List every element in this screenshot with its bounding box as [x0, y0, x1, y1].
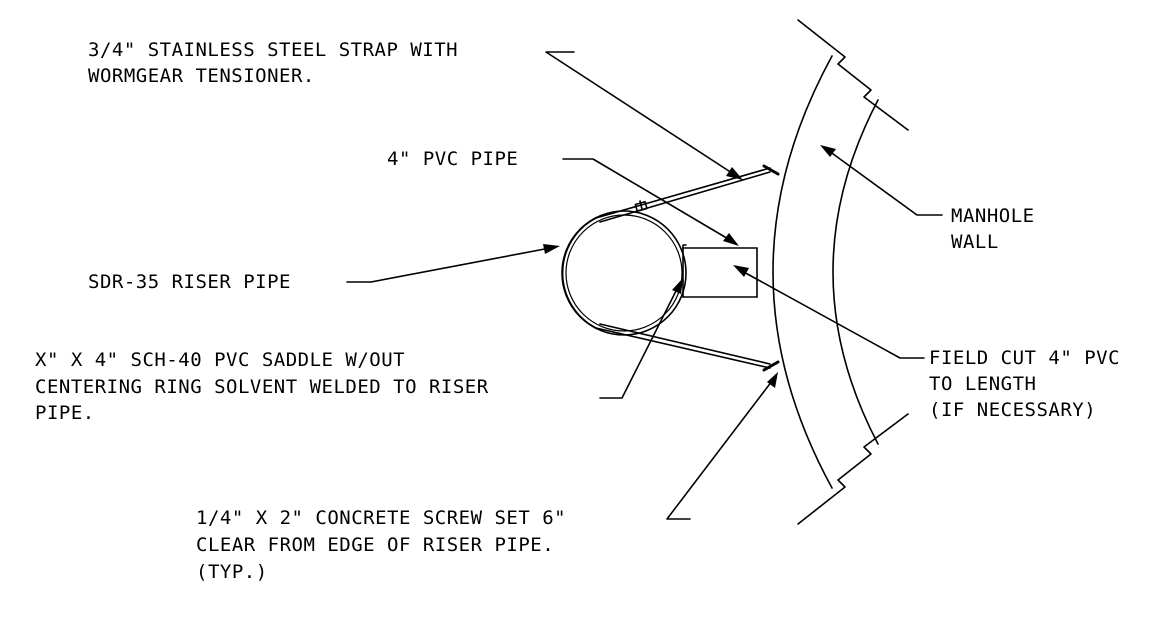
manhole-wall-inner-arc: [772, 55, 833, 489]
concrete-screw-top: [762, 164, 780, 176]
saddle-flange: [682, 244, 687, 249]
concrete-screw-bottom: [762, 360, 780, 372]
label-field-cut-line-3: (IF NECESSARY): [929, 399, 1096, 421]
manhole-wall-break-bottom: [797, 413, 909, 525]
leader-screw: [666, 372, 778, 520]
label-screw-line-2: CLEAR FROM EDGE OF RISER PIPE.: [196, 534, 554, 556]
label-field-cut-line-1: FIELD CUT 4" PVC: [929, 347, 1120, 369]
label-riser-pipe: SDR-35 RISER PIPE: [88, 271, 291, 293]
label-field-cut-line-2: TO LENGTH: [929, 373, 1036, 395]
four-inch-pvc-pipe: [682, 247, 758, 298]
leader-pvc-pipe: [562, 158, 739, 246]
label-strap-line-1: 3/4" STAINLESS STEEL STRAP WITH: [88, 39, 458, 61]
label-pvc-pipe: 4" PVC PIPE: [387, 148, 518, 170]
stainless-steel-strap: [561, 167, 771, 369]
label-field-cut: FIELD CUT 4" PVC TO LENGTH (IF NECESSARY…: [929, 347, 1120, 421]
label-manhole-line-2: WALL: [951, 231, 999, 253]
strap-wrap: [561, 217, 597, 329]
leader-field-cut: [733, 265, 925, 359]
manhole-wall-break-top: [797, 19, 909, 131]
leader-riser: [346, 244, 560, 283]
leader-manhole-wall: [820, 145, 943, 216]
leader-saddle: [599, 278, 683, 399]
label-strap: 3/4" STAINLESS STEEL STRAP WITH WORMGEAR…: [88, 39, 458, 87]
label-screw-line-3: (TYP.): [196, 561, 268, 583]
strap-lower: [595, 327, 771, 369]
label-screw: 1/4" X 2" CONCRETE SCREW SET 6" CLEAR FR…: [196, 507, 566, 583]
label-manhole-wall: MANHOLE WALL: [951, 205, 1035, 253]
wormgear-tensioner: [634, 200, 648, 213]
strap-lower-inner: [599, 323, 771, 365]
label-strap-line-2: WORMGEAR TENSIONER.: [88, 65, 315, 87]
strap-upper: [595, 167, 771, 219]
pvc-saddle: [682, 244, 687, 298]
label-saddle-line-2: CENTERING RING SOLVENT WELDED TO RISER: [35, 376, 489, 398]
label-saddle-line-1: X" X 4" SCH-40 PVC SADDLE W/OUT: [35, 349, 405, 371]
label-saddle: X" X 4" SCH-40 PVC SADDLE W/OUT CENTERIN…: [35, 349, 489, 424]
strap-upper-inner: [599, 171, 771, 223]
label-screw-line-1: 1/4" X 2" CONCRETE SCREW SET 6": [196, 507, 566, 529]
manhole-wall: [772, 19, 909, 525]
label-manhole-line-1: MANHOLE: [951, 205, 1035, 227]
manhole-wall-outer-arc: [832, 99, 879, 445]
leader-strap: [545, 51, 743, 180]
label-saddle-line-3: PIPE.: [35, 402, 95, 424]
